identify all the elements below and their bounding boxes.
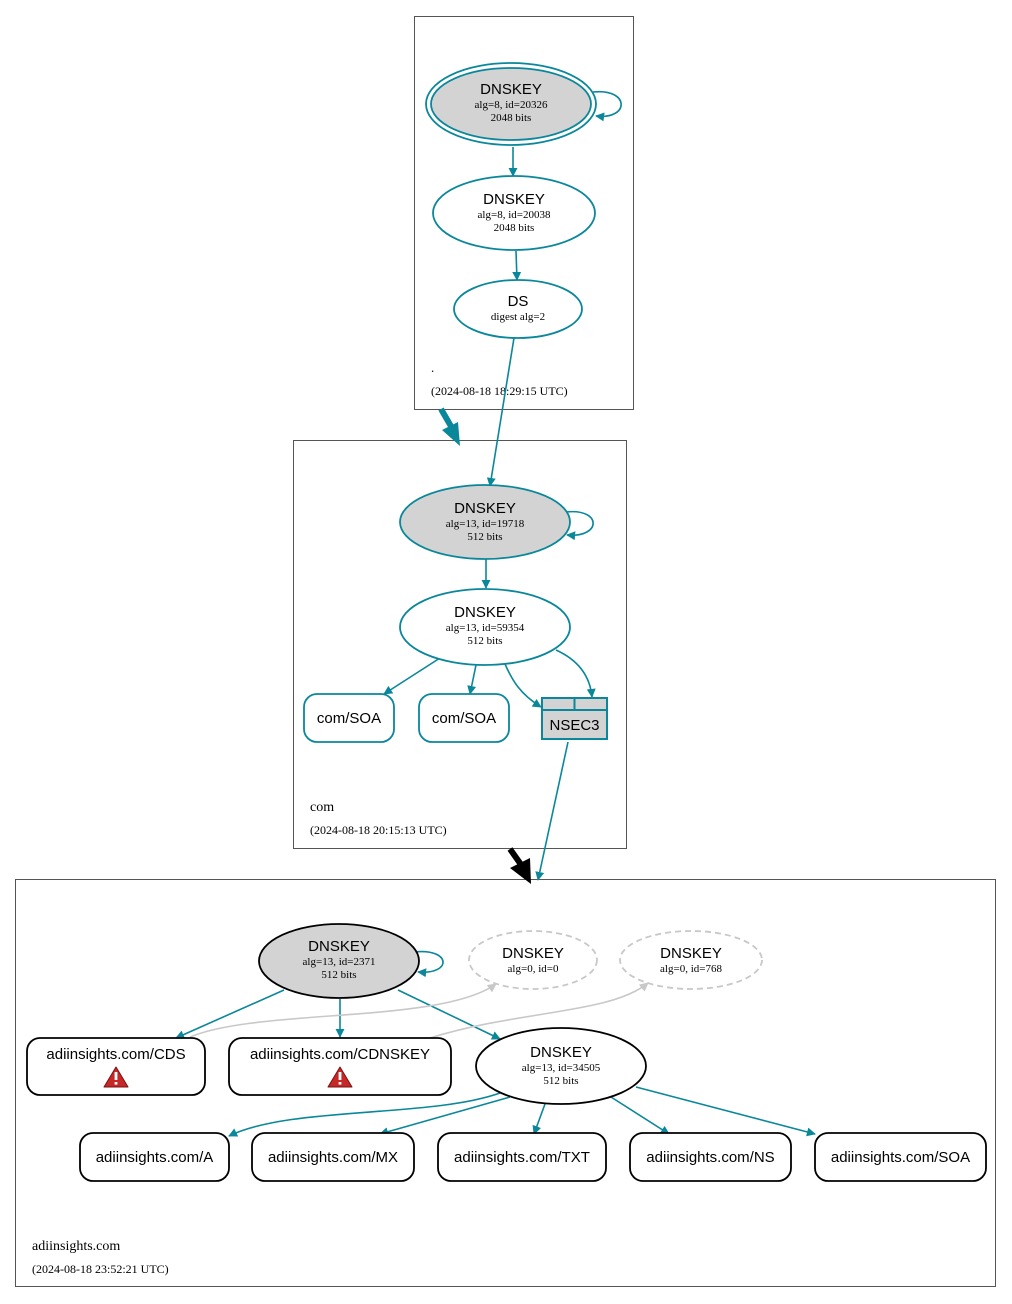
edge-dom-ksk-self	[413, 950, 444, 978]
node-dom-ksk-detail: alg=13, id=2371	[303, 956, 376, 968]
node-dom-txt-label: adiinsights.com/TXT	[454, 1149, 590, 1166]
zone-root-cluster	[414, 16, 634, 410]
node-com-zsk-title: DNSKEY	[454, 604, 516, 621]
edge-dom-zsk-to-mx	[379, 1096, 511, 1137]
node-root-ds-detail: digest alg=2	[491, 311, 545, 323]
zone-com-cluster	[293, 440, 627, 849]
node-dom-ksk: DNSKEY alg=13, id=2371 512 bits	[258, 923, 420, 999]
node-dom-ksk-title: DNSKEY	[308, 938, 370, 955]
edge-root-ksk-self	[592, 90, 622, 122]
node-com-soa-2: com/SOA	[418, 693, 510, 743]
node-dom-mx-label: adiinsights.com/MX	[268, 1149, 398, 1166]
node-dom-soa: adiinsights.com/SOA	[814, 1132, 987, 1182]
edge-root-zsk-to-ds	[512, 250, 522, 281]
node-dom-ns: adiinsights.com/NS	[629, 1132, 792, 1182]
node-root-ksk-detail: alg=8, id=20326	[475, 99, 548, 111]
delegation-arrow-root-to-com	[438, 407, 460, 446]
edge-dom-zsk-to-soa	[635, 1086, 816, 1137]
node-root-zsk-bits: 2048 bits	[494, 222, 535, 234]
edge-com-zsk-to-nsec3-b	[555, 649, 596, 698]
zone-domain-cluster	[15, 879, 996, 1287]
node-com-zsk-bits: 512 bits	[467, 635, 502, 647]
node-dom-cdnskey-label: adiinsights.com/CDNSKEY	[250, 1046, 430, 1063]
edge-cdnskey-to-key768	[429, 982, 649, 1039]
node-dom-cds-label: adiinsights.com/CDS	[46, 1046, 185, 1063]
node-dom-txt: adiinsights.com/TXT	[437, 1132, 607, 1182]
node-dom-cds: adiinsights.com/CDS	[26, 1037, 206, 1096]
node-com-ksk-title: DNSKEY	[454, 500, 516, 517]
zone-domain-name: adiinsights.com	[32, 1239, 120, 1254]
edge-cds-to-key0	[189, 983, 497, 1038]
node-dom-zsk-title: DNSKEY	[530, 1044, 592, 1061]
node-dom-soa-label: adiinsights.com/SOA	[831, 1149, 970, 1166]
node-dom-key-0-title: DNSKEY	[502, 945, 564, 962]
node-com-soa-2-label: com/SOA	[432, 710, 496, 727]
edge-dom-ksk-to-cds	[175, 989, 285, 1039]
node-dom-zsk: DNSKEY alg=13, id=34505 512 bits	[475, 1027, 647, 1105]
zone-com-timestamp: (2024-08-18 20:15:13 UTC)	[310, 823, 447, 837]
node-dom-key-768: DNSKEY alg=0, id=768	[619, 930, 763, 990]
node-dom-cdnskey: adiinsights.com/CDNSKEY	[228, 1037, 452, 1096]
node-com-ksk: DNSKEY alg=13, id=19718 512 bits	[399, 484, 571, 560]
edge-dom-zsk-to-a	[228, 1092, 501, 1137]
zone-root-name: .	[431, 360, 434, 375]
edge-com-nsec3-to-domain	[535, 741, 569, 881]
node-com-zsk: DNSKEY alg=13, id=59354 512 bits	[399, 588, 571, 666]
node-root-zsk-title: DNSKEY	[483, 191, 545, 208]
node-root-ds-title: DS	[508, 293, 529, 310]
node-dom-zsk-bits: 512 bits	[543, 1075, 578, 1087]
node-root-zsk: DNSKEY alg=8, id=20038 2048 bits	[432, 175, 596, 251]
edge-com-zsk-to-nsec3-a	[504, 663, 542, 708]
warning-icon	[327, 1066, 353, 1088]
edge-com-ksk-self	[565, 510, 594, 541]
node-com-ksk-bits: 512 bits	[467, 531, 502, 543]
node-com-nsec3: NSEC3	[541, 697, 608, 740]
node-dom-key-768-title: DNSKEY	[660, 945, 722, 962]
node-dom-a-label: adiinsights.com/A	[96, 1149, 214, 1166]
zone-root-timestamp: (2024-08-18 18:29:15 UTC)	[431, 384, 568, 398]
edge-dom-ksk-to-zsk	[397, 989, 501, 1040]
edge-com-zsk-to-soa-1	[383, 657, 441, 695]
node-dom-zsk-detail: alg=13, id=34505	[522, 1062, 601, 1074]
edge-dom-zsk-to-ns	[610, 1096, 670, 1135]
edge-dom-zsk-to-txt	[532, 1103, 546, 1135]
node-com-soa-1: com/SOA	[303, 693, 395, 743]
edges-gray	[189, 982, 649, 1039]
edge-root-ds-to-com-ksk	[486, 337, 515, 487]
delegation-arrow-com-to-domain	[507, 847, 531, 884]
node-dom-key-0-detail: alg=0, id=0	[508, 963, 559, 975]
edge-com-zsk-to-soa-2	[467, 664, 477, 695]
node-root-ksk-title: DNSKEY	[480, 81, 542, 98]
node-com-soa-1-label: com/SOA	[317, 710, 381, 727]
zone-domain-timestamp: (2024-08-18 23:52:21 UTC)	[32, 1262, 169, 1276]
node-dom-key-768-detail: alg=0, id=768	[660, 963, 722, 975]
node-dom-ns-label: adiinsights.com/NS	[646, 1149, 774, 1166]
node-root-ksk: DNSKEY alg=8, id=20326 2048 bits	[425, 62, 597, 146]
node-root-ksk-bits: 2048 bits	[491, 112, 532, 124]
node-root-ds: DS digest alg=2	[453, 279, 583, 339]
node-com-nsec3-label: NSEC3	[549, 717, 599, 734]
node-dom-key-0: DNSKEY alg=0, id=0	[468, 930, 598, 990]
node-dom-a: adiinsights.com/A	[79, 1132, 230, 1182]
node-com-ksk-detail: alg=13, id=19718	[446, 518, 525, 530]
warning-icon	[103, 1066, 129, 1088]
node-com-zsk-detail: alg=13, id=59354	[446, 622, 525, 634]
zone-com-name: com	[310, 800, 334, 815]
node-dom-mx: adiinsights.com/MX	[251, 1132, 415, 1182]
node-root-zsk-detail: alg=8, id=20038	[478, 209, 551, 221]
edges-teal	[175, 90, 816, 1137]
node-dom-ksk-bits: 512 bits	[321, 969, 356, 981]
